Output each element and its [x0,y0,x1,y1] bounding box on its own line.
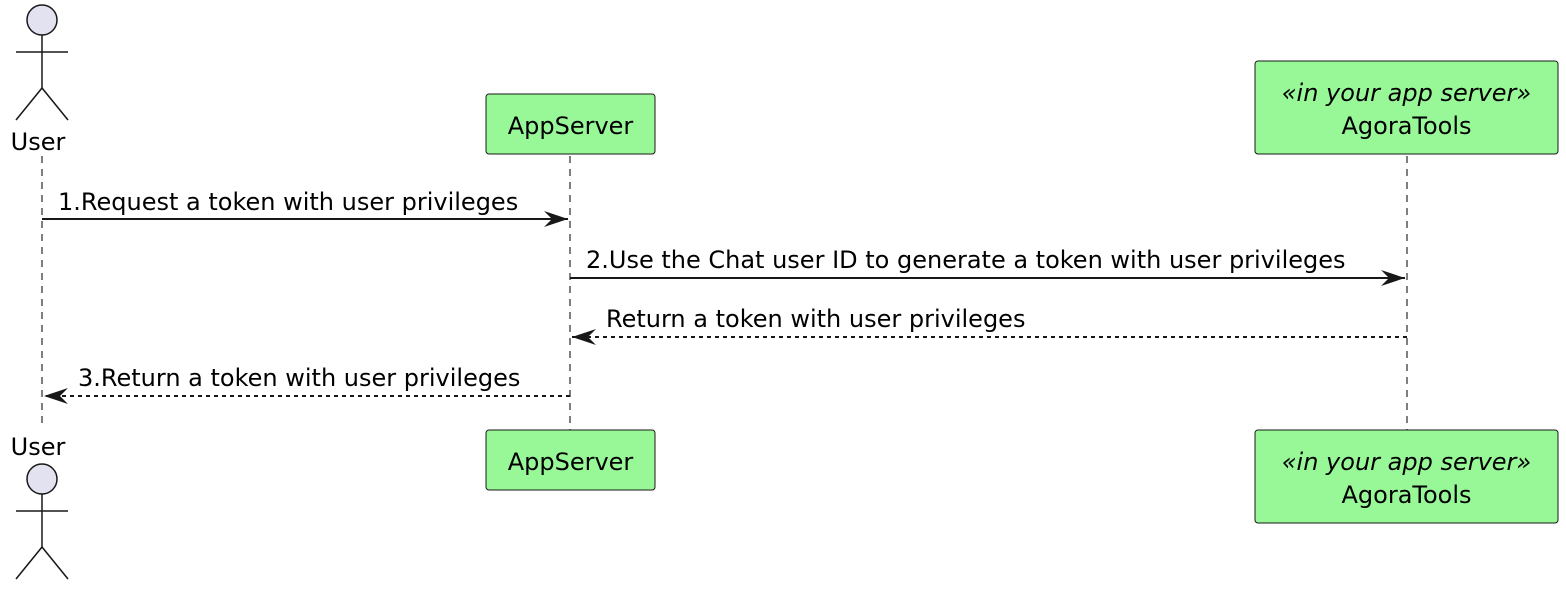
actor-head [26,463,58,495]
message-2: 2.Use the Chat user ID to generate a tok… [570,246,1405,286]
participant-agoratools-bottom: «in your app server» AgoraTools [1254,429,1559,524]
participant-appserver-bottom: AppServer [485,429,656,491]
participant-agoratools-top: «in your app server» AgoraTools [1254,60,1559,155]
participant-label: AgoraTools [1341,112,1471,140]
message-label: Return a token with user privileges [606,305,1025,333]
message-return: Return a token with user privileges [572,305,1407,345]
participant-appserver-top: AppServer [485,93,656,155]
participant-stereotype: «in your app server» [1282,448,1532,476]
message-1: 1.Request a token with user privileges [42,188,568,227]
actor-label-bottom: User [11,433,66,461]
message-label: 1.Request a token with user privileges [58,188,518,216]
actor-user-bottom: User [11,433,69,580]
message-3: 3.Return a token with user privileges [44,364,570,404]
participant-label: AgoraTools [1341,481,1471,509]
message-label: 3.Return a token with user privileges [78,364,520,392]
actor-label-top: User [11,128,66,156]
participant-label: AppServer [508,112,634,140]
participant-label: AppServer [508,448,634,476]
message-label: 2.Use the Chat user ID to generate a tok… [586,246,1346,274]
participant-stereotype: «in your app server» [1282,79,1532,107]
actor-head [26,4,58,36]
actor-user-top: User [11,4,69,156]
